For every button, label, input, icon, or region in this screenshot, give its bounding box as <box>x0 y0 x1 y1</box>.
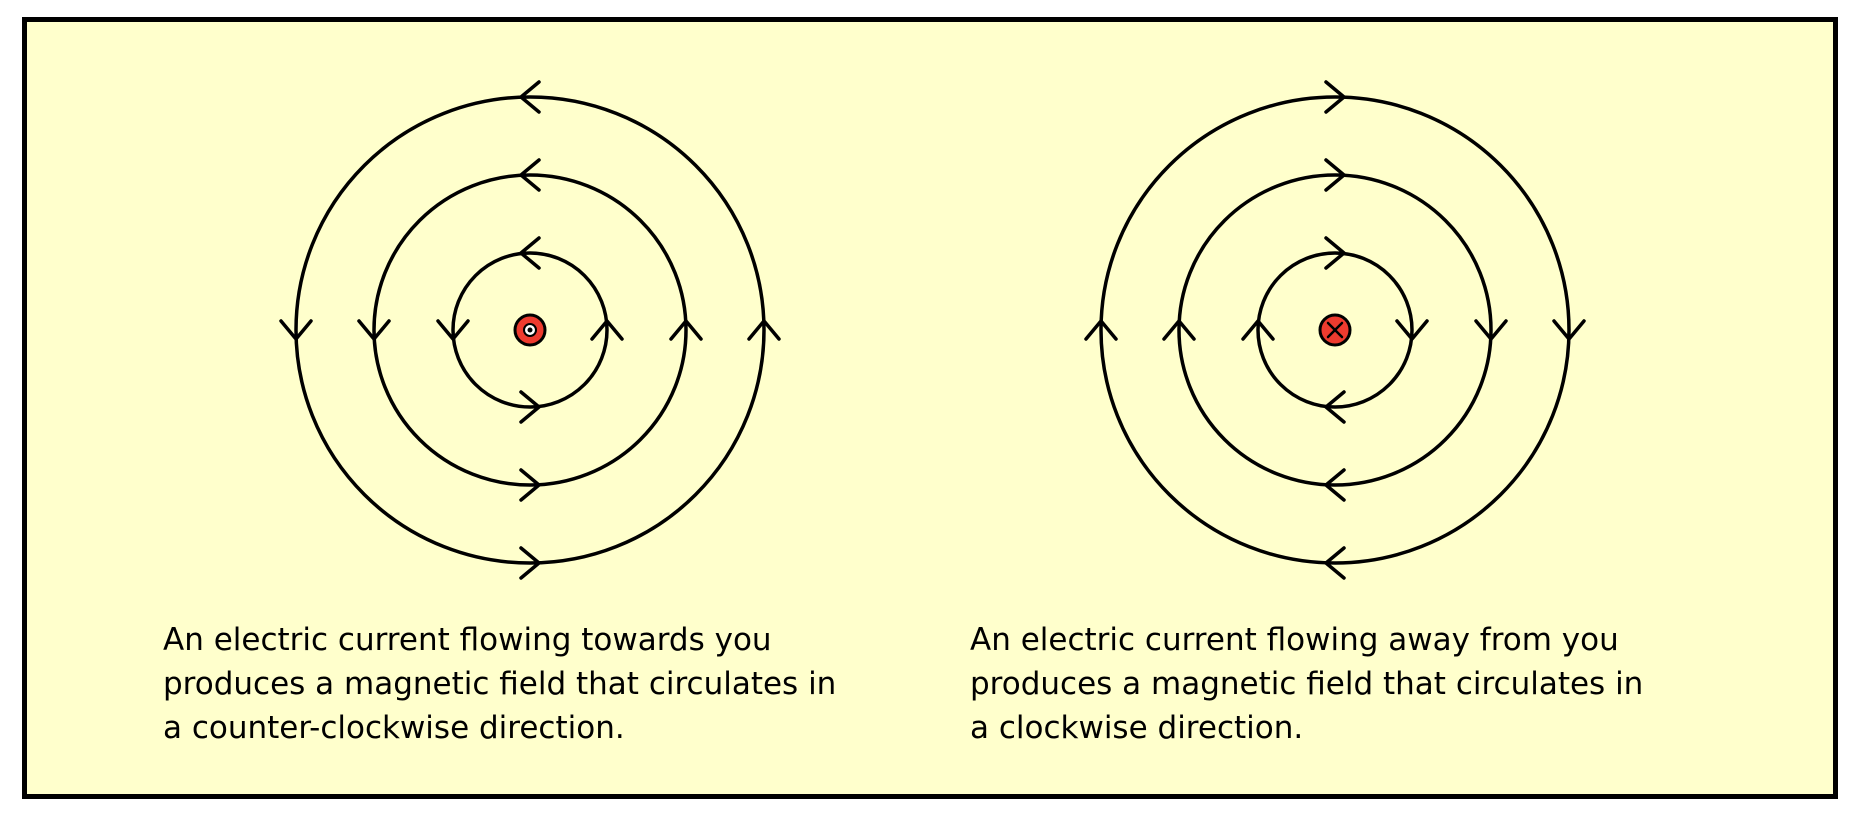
diagram-current-away <box>1084 80 1586 580</box>
field-arrow-outer-top <box>1324 80 1346 114</box>
field-arrow-middle-left <box>1162 319 1196 341</box>
field-arrow-middle-top <box>519 158 541 192</box>
field-arrow-middle-bottom <box>519 468 541 502</box>
field-arrow-inner-left <box>436 319 470 341</box>
wire-cross-icon <box>1318 313 1352 347</box>
diagram-current-towards <box>279 80 781 580</box>
field-arrow-middle-left <box>357 319 391 341</box>
field-arrow-outer-left <box>279 319 313 341</box>
field-ring-outer <box>294 95 766 565</box>
diagram-panel <box>22 17 1838 799</box>
field-arrow-outer-left <box>1084 319 1118 341</box>
field-arrow-outer-right <box>1552 319 1586 341</box>
field-arrow-inner-bottom <box>1324 390 1346 424</box>
field-arrow-outer-bottom <box>519 546 541 580</box>
field-arrow-inner-right <box>1395 319 1429 341</box>
field-arrow-inner-left <box>1241 319 1275 341</box>
wire-dot-icon <box>513 313 547 347</box>
caption-away: An electric current flowing away from yo… <box>970 622 1644 746</box>
field-arrow-outer-top <box>519 80 541 114</box>
field-ring-middle <box>372 173 688 487</box>
caption-towards: An electric current flowing towards you … <box>163 622 837 746</box>
field-ring-outer <box>1099 95 1571 565</box>
field-arrow-inner-bottom <box>519 390 541 424</box>
field-ring-middle <box>1177 173 1493 487</box>
field-arrow-inner-right <box>590 319 624 341</box>
field-arrow-middle-bottom <box>1324 468 1346 502</box>
field-arrow-inner-top <box>1324 236 1346 270</box>
field-arrow-outer-right <box>747 319 781 341</box>
field-arrow-inner-top <box>519 236 541 270</box>
field-ring-inner <box>451 251 609 409</box>
field-ring-inner <box>1256 251 1414 409</box>
field-arrow-outer-bottom <box>1324 546 1346 580</box>
field-arrow-middle-right <box>669 319 703 341</box>
field-arrow-middle-top <box>1324 158 1346 192</box>
field-arrow-middle-right <box>1474 319 1508 341</box>
